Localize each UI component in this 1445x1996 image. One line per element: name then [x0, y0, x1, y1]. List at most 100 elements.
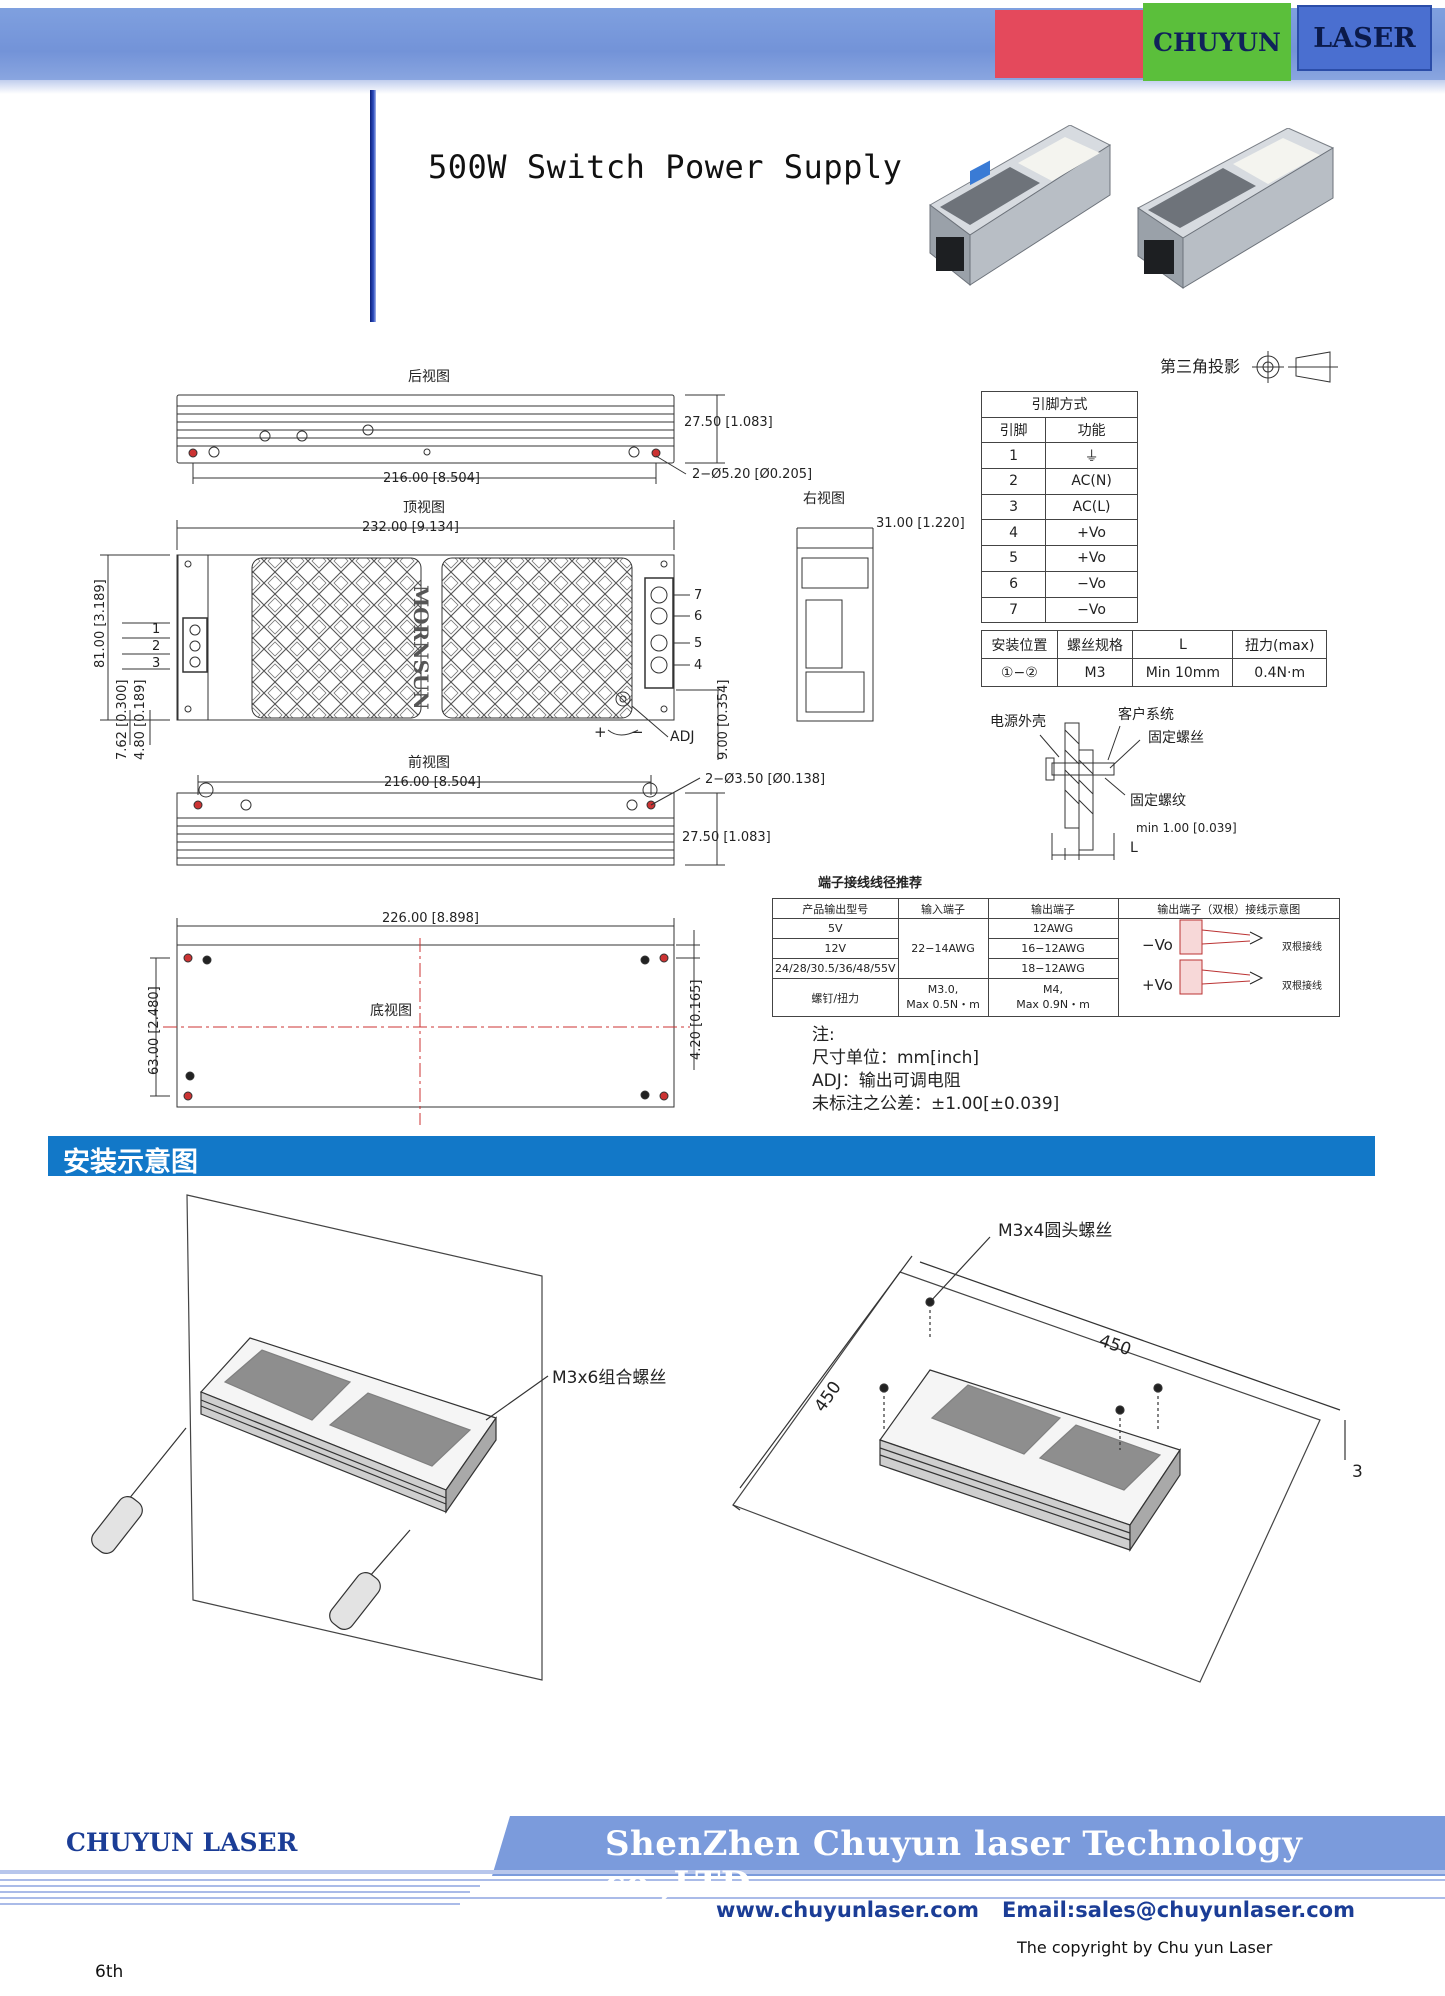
notes-unit: 尺寸单位：mm[inch]: [812, 1048, 980, 1068]
pin-cell: 7: [980, 596, 1047, 624]
page-title: 500W Switch Power Supply: [428, 148, 903, 186]
brand-mark: MORNSUN: [409, 585, 433, 710]
footer-email-link[interactable]: Email:sales@chuyunlaser.com: [1002, 1898, 1355, 1922]
bottom-length-dim: 226.00 [8.898]: [382, 911, 479, 926]
header-band-shadow: [0, 80, 1445, 94]
screw-detail-min: min 1.00 [0.039]: [1136, 821, 1237, 835]
wire-model: 12V: [772, 938, 899, 959]
mount-length: Min 10mm: [1132, 658, 1234, 687]
title-divider: [370, 90, 376, 322]
rear-holes-dim: 2−Ø5.20 [Ø0.205]: [692, 467, 812, 482]
wire-header-diagram: 输出端子（双根）接线示意图: [1117, 898, 1341, 919]
notes-title: 注:: [812, 1025, 835, 1045]
screw-detail-customer: 客户系统: [1118, 706, 1174, 723]
screw-detail-fix-thread: 固定螺纹: [1130, 793, 1186, 809]
top-offset-b-dim: 4.80 [0.189]: [133, 680, 148, 760]
footer-website-link[interactable]: www.chuyunlaser.com: [716, 1898, 979, 1922]
top-view-label: 顶视图: [403, 500, 445, 516]
mount-position: ①−②: [981, 658, 1058, 687]
right-depth-dim: 31.00 [1.220]: [876, 516, 965, 531]
wire-table: 产品输出型号 输入端子 输出端子 输出端子（双根）接线示意图 5V 22−14A…: [772, 898, 1341, 1017]
header-brand-laser-label: LASER: [1313, 22, 1416, 54]
wire-output: 16−12AWG: [987, 938, 1119, 959]
notes-adj: ADJ：输出可调电阻: [812, 1071, 961, 1091]
pin-function-cell: −Vo: [1045, 570, 1138, 598]
install-plate-thickness: 3: [1352, 1462, 1363, 1482]
wire-header-output: 输出端子: [987, 898, 1119, 919]
pin-cell: 4: [980, 519, 1047, 547]
mount-header-position: 安装位置: [981, 630, 1058, 659]
screw-detail-l: L: [1130, 840, 1138, 856]
front-height-dim: 27.50 [1.083]: [682, 830, 771, 845]
install-plate-height: 450: [811, 1378, 846, 1416]
wire-input: 22−14AWG: [897, 918, 989, 979]
wire-input-torque: M3.0, Max 0.5N・m: [897, 978, 989, 1017]
adj-minus: −: [631, 723, 644, 741]
wire-table-title: 端子接线线径推荐: [818, 876, 923, 891]
header-brand-chuyun-label: CHUYUN: [1153, 27, 1281, 57]
wire-diagram-cell: [1117, 918, 1341, 1017]
bottom-width-dim: 63.00 [2.480]: [147, 986, 162, 1075]
front-view-label: 前视图: [408, 754, 450, 771]
projection-label: 第三角投影: [1160, 357, 1240, 376]
install-diagram: M3x6组合螺丝 M3x4圆头螺丝 450 450 3: [91, 1194, 1363, 1683]
footer-decoration: [0, 1816, 1445, 1905]
footer-company: ShenZhen Chuyun laser Technology co.,LTD: [605, 1824, 1303, 1904]
install-section-title: 安装示意图: [63, 1147, 198, 1178]
mechanical-drawing: 第三角投影 后视图 27.50 [1.083] 216.00 [8.504] 2…: [93, 351, 1338, 1125]
product-photo-left: [929, 125, 1112, 287]
install-section-bar: [48, 1136, 1375, 1176]
install-right-screw-label: M3x4圆头螺丝: [998, 1221, 1112, 1241]
wire-model: 24/28/30.5/36/48/55V: [772, 958, 899, 979]
pin-function-cell: +Vo: [1045, 519, 1138, 547]
pin-table-title: 引脚方式: [981, 391, 1138, 418]
bottom-view-label: 底视图: [370, 1003, 412, 1019]
pin-function-cell: +Vo: [1045, 545, 1138, 572]
wire-model: 5V: [772, 918, 899, 939]
wire-output-torque: M4, Max 0.9N・m: [987, 978, 1119, 1017]
rear-view-label: 后视图: [408, 369, 450, 385]
adj-offset-dim: 9.00 [0.354]: [716, 680, 731, 760]
pin-table-header-pin: 引脚: [980, 416, 1047, 444]
drawing-notes: 注: 尺寸单位：mm[inch] ADJ：输出可调电阻 未标注之公差：±1.00…: [812, 1024, 1059, 1116]
header-brand-chuyun: CHUYUN: [1143, 3, 1291, 81]
page-number: 6th: [95, 1962, 124, 1982]
top-width-dim: 81.00 [3.189]: [93, 579, 108, 668]
header-red-block: [995, 10, 1143, 78]
pin-function-cell: AC(N): [1045, 468, 1138, 495]
adj-label: ADJ: [670, 729, 695, 745]
mount-header-length: L: [1132, 630, 1234, 659]
pin-label-left-1: 1: [152, 622, 160, 637]
rear-height-dim: 27.50 [1.083]: [684, 415, 773, 430]
pin-function-cell: −Vo: [1045, 596, 1138, 624]
pin-cell: 1: [980, 442, 1047, 470]
pin-table-header-function: 功能: [1045, 416, 1138, 444]
pin-cell: 6: [980, 570, 1047, 598]
install-left-screw-label: M3x6组合螺丝: [552, 1368, 666, 1388]
pin-label-right-5: 5: [694, 636, 702, 651]
footer-brand: CHUYUN LASER: [66, 1828, 298, 1857]
pin-function-cell: AC(L): [1045, 493, 1138, 521]
mount-torque: 0.4N·m: [1232, 658, 1327, 687]
footer-copyright: The copyright by Chu yun Laser: [1017, 1938, 1273, 1957]
wire-model: 螺钉/扭力: [772, 978, 899, 1017]
wire-output: 12AWG: [987, 918, 1119, 939]
top-length-dim: 232.00 [9.134]: [362, 520, 459, 535]
mount-header-screw: 螺丝规格: [1056, 630, 1134, 659]
wire-output: 18−12AWG: [987, 958, 1119, 979]
screw-detail-fix-screw: 固定螺丝: [1148, 730, 1204, 746]
front-holes-dim: 2−Ø3.50 [Ø0.138]: [705, 772, 825, 787]
pin-label-left-2: 2: [152, 639, 160, 654]
pin-function-cell: ⏚: [1045, 442, 1138, 470]
screw-detail-shell: 电源外壳: [990, 713, 1046, 730]
pin-cell: 5: [980, 545, 1047, 572]
pin-label-right-7: 7: [694, 588, 702, 603]
adj-plus: +: [594, 723, 607, 741]
pin-label-left-3: 3: [152, 656, 160, 671]
pin-cell: 2: [980, 468, 1047, 495]
product-photo-right: [1137, 128, 1335, 289]
top-offset-a-dim: 7.62 [0.300]: [115, 680, 130, 760]
pin-cell: 3: [980, 493, 1047, 521]
rear-width-dim: 216.00 [8.504]: [383, 471, 480, 486]
